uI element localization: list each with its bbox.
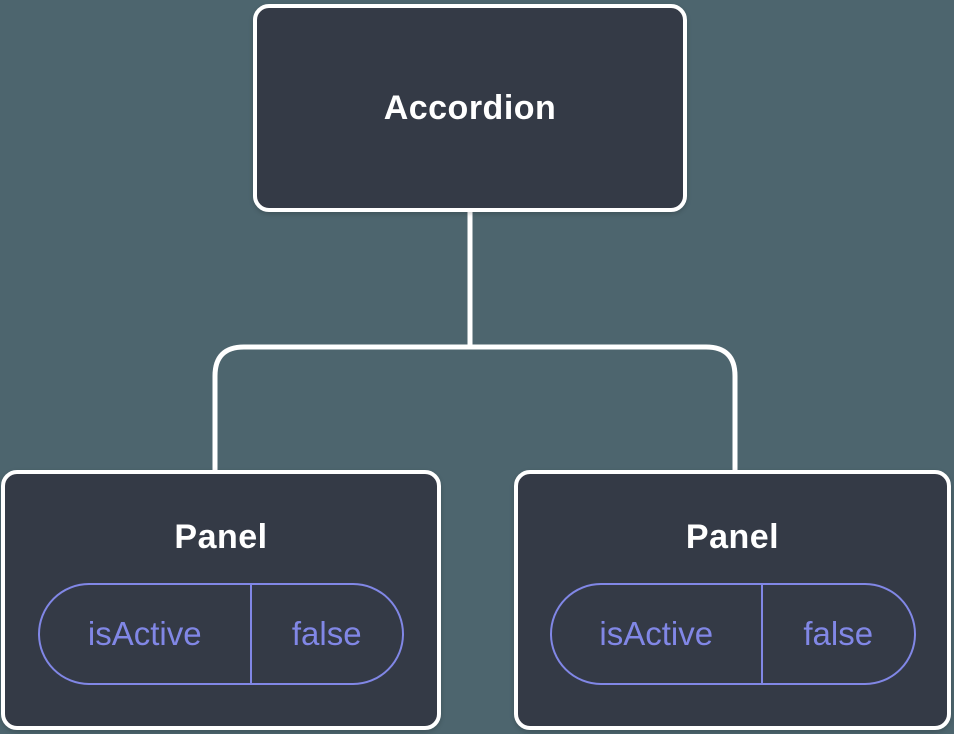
state-value: false xyxy=(249,585,402,683)
state-name: isActive xyxy=(87,615,202,652)
state-pill: isActive false xyxy=(38,583,404,685)
node-panel-1: Panel isActive false xyxy=(1,470,441,730)
state-value: false xyxy=(761,585,913,683)
node-panel-2: Panel isActive false xyxy=(514,470,951,730)
state-pill: isActive false xyxy=(549,583,916,685)
state-name: isActive xyxy=(599,615,714,652)
node-panel-1-label: Panel xyxy=(174,518,268,556)
node-panel-2-label: Panel xyxy=(685,518,780,556)
connector-branch xyxy=(212,344,738,472)
node-accordion-label: Accordion xyxy=(383,88,557,127)
node-accordion: Accordion xyxy=(253,4,687,212)
